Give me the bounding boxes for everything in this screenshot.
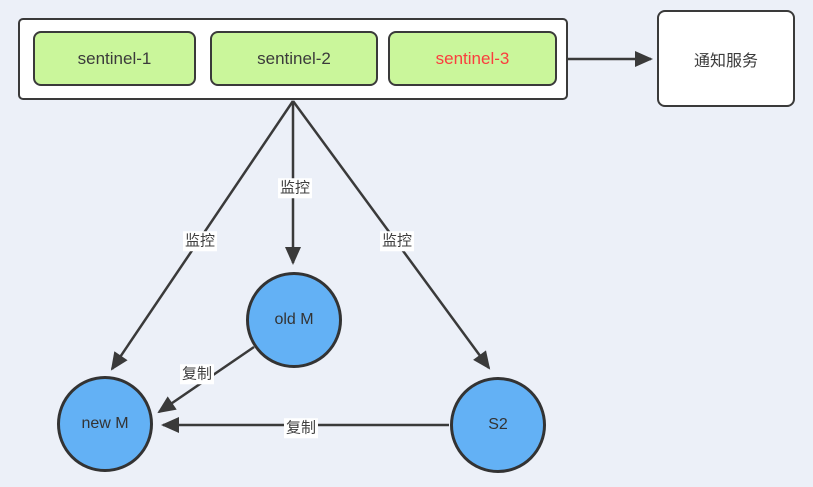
slave-s2-node: S2 xyxy=(450,377,546,473)
old-master-label: old M xyxy=(274,311,314,328)
sentinel-3-node: sentinel-3 xyxy=(388,31,557,86)
monitor-label-left: 监控 xyxy=(182,231,218,251)
sentinel-2-label: sentinel-2 xyxy=(257,48,331,68)
monitor-label-right: 监控 xyxy=(379,231,415,251)
slave-s2-label: S2 xyxy=(488,416,508,433)
old-master-node: old M xyxy=(246,272,342,368)
replicate-label-s2-to-new: 复制 xyxy=(283,418,319,438)
new-master-label: new M xyxy=(81,415,129,432)
monitor-label-middle: 监控 xyxy=(277,178,313,198)
replicate-label-old-to-new: 复制 xyxy=(179,364,215,384)
sentinel-1-node: sentinel-1 xyxy=(33,31,196,86)
sentinel-1-label: sentinel-1 xyxy=(77,48,152,68)
sentinel-3-label: sentinel-3 xyxy=(435,48,510,68)
sentinel-2-node: sentinel-2 xyxy=(210,31,378,86)
notification-service-label: 通知服务 xyxy=(693,52,758,70)
new-master-node: new M xyxy=(57,376,153,472)
notification-service-box: 通知服务 xyxy=(657,10,795,107)
